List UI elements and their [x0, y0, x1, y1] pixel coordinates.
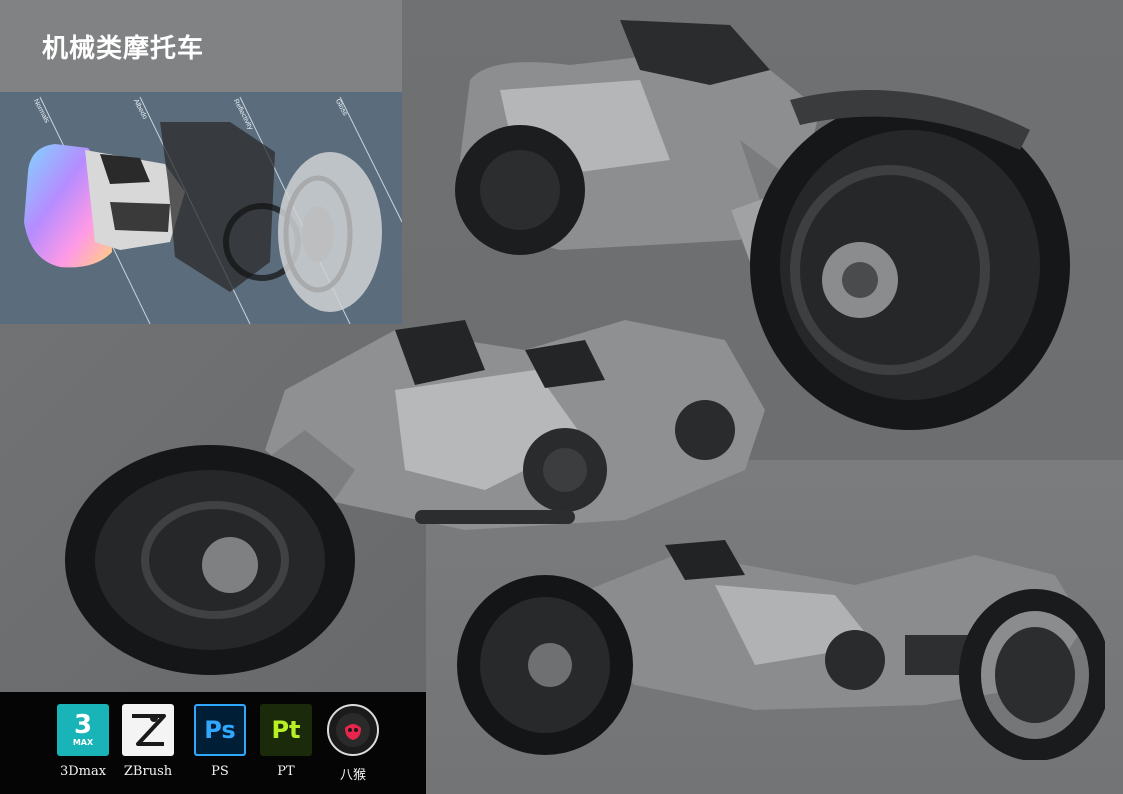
texture-breakdown-panel: Normals Albedo Reflectivity Gloss [0, 92, 402, 324]
software-item-photoshop: Ps PS [190, 704, 250, 779]
zbrush-icon [122, 704, 174, 756]
software-item-3dmax: 3 MAX 3Dmax [53, 704, 113, 779]
reflectivity-pass [160, 122, 275, 292]
marmoset-icon [327, 704, 379, 756]
bike-render-front [455, 20, 1070, 430]
breakdown-render [24, 96, 402, 324]
software-label: 3Dmax [59, 764, 107, 779]
pass-divider [339, 96, 402, 223]
software-label: 八猴 [339, 768, 366, 783]
page-title: 机械类摩托车 [42, 34, 205, 64]
software-item-zbrush: ZBrush [118, 704, 178, 779]
software-label: PT [277, 764, 295, 779]
photoshop-icon: Ps [194, 704, 246, 756]
software-item-marmoset: 八猴 [323, 704, 383, 783]
header-band [0, 0, 402, 92]
substance-painter-icon: Pt [260, 704, 312, 756]
3dsmax-icon: 3 MAX [57, 704, 109, 756]
software-item-substance-painter: Pt PT [256, 704, 316, 779]
bike-render-side [65, 320, 765, 675]
software-label: ZBrush [123, 764, 173, 779]
software-label: PS [211, 764, 229, 779]
bike-render-rear [457, 540, 1105, 760]
